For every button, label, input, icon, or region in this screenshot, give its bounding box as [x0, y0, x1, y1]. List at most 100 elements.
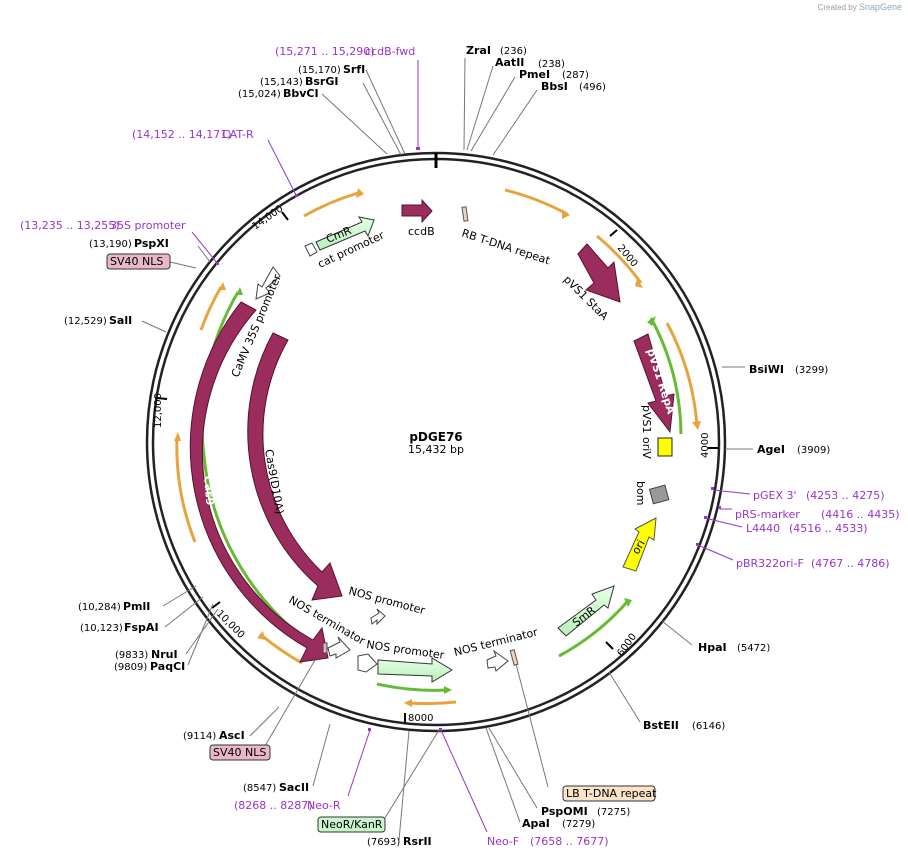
primer-neo-f: Neo-F (7658 .. 7677)	[487, 835, 609, 848]
svg-text:AatII: AatII	[495, 56, 524, 69]
svg-text:(4767 .. 4786): (4767 .. 4786)	[811, 557, 890, 570]
primer-l4440: L4440 (4516 .. 4533)	[746, 522, 868, 535]
enzyme-bbsi: BbsI(496)	[541, 80, 606, 93]
nos-promoter-2-arrow	[357, 653, 378, 673]
enzyme-hpai: HpaI(5472)	[698, 641, 770, 654]
svg-text:(6146): (6146)	[692, 721, 725, 732]
svg-text:(10,123): (10,123)	[80, 623, 123, 634]
svg-text:(3299): (3299)	[795, 365, 828, 376]
svg-text:Neo-F: Neo-F	[487, 835, 519, 848]
svg-text:ApaI: ApaI	[522, 817, 550, 830]
nos-terminator-1-arrow	[327, 636, 351, 659]
svg-text:SacII: SacII	[279, 781, 309, 794]
tick-label-12000: 12,000	[153, 393, 164, 428]
svg-text:BsiWI: BsiWI	[749, 363, 784, 376]
enzyme-pspxi: (13,190)PspXI	[89, 237, 169, 250]
svg-text:SalI: SalI	[109, 314, 132, 327]
svg-text:PspOMI: PspOMI	[541, 805, 588, 818]
svg-text:(13,235 .. 13,255): (13,235 .. 13,255)	[20, 219, 120, 232]
feature-leader-lines	[169, 60, 751, 833]
tick-marks	[156, 211, 719, 724]
primer-pgex-3: pGEX 3'(4253 .. 4275)	[753, 489, 885, 502]
enzyme-asci: (9114)AscI	[183, 729, 245, 742]
svg-text:(7693): (7693)	[367, 837, 400, 848]
svg-text:(7275): (7275)	[597, 807, 630, 818]
enzyme-srfi: (15,170)SrfI	[298, 63, 365, 76]
svg-text:35S promoter: 35S promoter	[110, 219, 186, 232]
enzyme-bbvci: (15,024)BbvCI	[238, 87, 319, 100]
svg-text:AscI: AscI	[219, 729, 245, 742]
snapgene-credit: Created by SnapGene	[817, 2, 902, 12]
sv40-nls-bottom-tag: SV40 NLS	[209, 744, 271, 761]
bom-box	[648, 484, 670, 505]
label-nos-promoter-2: NOS promoter	[366, 638, 446, 662]
svg-text:(4416 .. 4435): (4416 .. 4435)	[821, 508, 900, 521]
svg-text:(9809): (9809)	[114, 662, 147, 673]
plasmid-size: 15,432 bp	[408, 443, 464, 456]
svg-text:(7658 .. 7677): (7658 .. 7677)	[530, 835, 609, 848]
enzyme-sali: (12,529)SalI	[64, 314, 132, 327]
svg-text:(7279): (7279)	[562, 819, 595, 830]
svg-text:ccdB-fwd: ccdB-fwd	[365, 45, 415, 58]
svg-text:(236): (236)	[500, 46, 527, 57]
enzyme-apai: ApaI (7279)	[522, 817, 595, 830]
enzyme-leader-lines	[141, 57, 753, 841]
svg-text:SrfI: SrfI	[343, 63, 365, 76]
orf-arrowheads	[174, 188, 701, 707]
svg-text:(14,152 .. 14,171): (14,152 .. 14,171)	[132, 128, 232, 141]
nos-promoter-1-arrow	[370, 608, 386, 626]
enzyme-zrai: ZraI(236)	[466, 44, 527, 57]
tick-label-6000: 6000	[615, 632, 639, 659]
svg-text:SV40 NLS: SV40 NLS	[110, 255, 163, 268]
pvs1-oriv-box	[657, 437, 673, 457]
enzyme-pmli: (10,284)PmlI	[78, 600, 150, 613]
ccdb-arrow	[401, 198, 433, 224]
pvs1-repa-arrow	[633, 333, 675, 434]
lb-repeat-box	[509, 649, 519, 666]
camv35s-arrow	[255, 266, 281, 300]
svg-text:PmeI: PmeI	[519, 68, 550, 81]
label-rb-repeat: RB T-DNA repeat	[460, 226, 552, 267]
svg-text:CAT-R: CAT-R	[222, 128, 254, 141]
svg-text:PaqCI: PaqCI	[150, 660, 185, 673]
svg-text:pRS-marker: pRS-marker	[735, 508, 800, 521]
svg-text:(15,170): (15,170)	[298, 65, 341, 76]
ori-arrow	[622, 517, 657, 572]
primer-prs-marker: pRS-marker (4416 .. 4435)	[735, 508, 900, 521]
enzyme-pspomi: PspOMI (7275)	[541, 805, 630, 818]
enzyme-bsrgi: (15,143)BsrGI	[260, 75, 338, 88]
plasmid-name: pDGE76	[409, 430, 462, 444]
svg-text:SV40 NLS: SV40 NLS	[213, 746, 266, 759]
label-cas9: Cas9	[201, 475, 217, 506]
neor-kanr-arrow	[377, 657, 453, 683]
svg-text:(15,024): (15,024)	[238, 89, 281, 100]
svg-text:pBR322ori-F: pBR322ori-F	[736, 557, 804, 570]
enzyme-bsteii: BstEII(6146)	[643, 719, 725, 732]
neor-kanr-tag: NeoR/KanR	[317, 816, 386, 833]
label-ori: ori	[629, 538, 647, 557]
svg-text:(10,284): (10,284)	[78, 602, 121, 613]
svg-text:L4440: L4440	[746, 522, 780, 535]
primer-35s-promoter: (13,235 .. 13,255)35S promoter	[20, 219, 186, 232]
svg-text:(5472): (5472)	[737, 643, 770, 654]
enzyme-aatii: AatII (238)	[495, 56, 565, 70]
svg-text:(238): (238)	[538, 59, 565, 70]
svg-text:RsrII: RsrII	[403, 835, 432, 848]
svg-text:(4516 .. 4533): (4516 .. 4533)	[789, 522, 868, 535]
lb-repeat-tag: LB T-DNA repeat	[562, 785, 657, 802]
svg-text:PspXI: PspXI	[134, 237, 169, 250]
svg-text:(15,143): (15,143)	[260, 77, 303, 88]
primer-neo-r: (8268 .. 8287)Neo-R	[234, 799, 341, 812]
svg-text:AgeI: AgeI	[757, 443, 785, 456]
rb-repeat-box	[461, 206, 469, 222]
svg-text:Neo-R: Neo-R	[307, 799, 341, 812]
label-ccdb: ccdB	[408, 225, 435, 238]
svg-text:BsrGI: BsrGI	[305, 75, 338, 88]
primer-ccdb-fwd: (15,271 .. 15,290)ccdB-fwd	[275, 45, 415, 58]
svg-text:(3909): (3909)	[797, 445, 830, 456]
label-bom: bom	[634, 481, 647, 505]
backbone-ring	[145, 151, 727, 733]
svg-text:(9114): (9114)	[183, 731, 216, 742]
cmr-arrow	[315, 216, 375, 251]
